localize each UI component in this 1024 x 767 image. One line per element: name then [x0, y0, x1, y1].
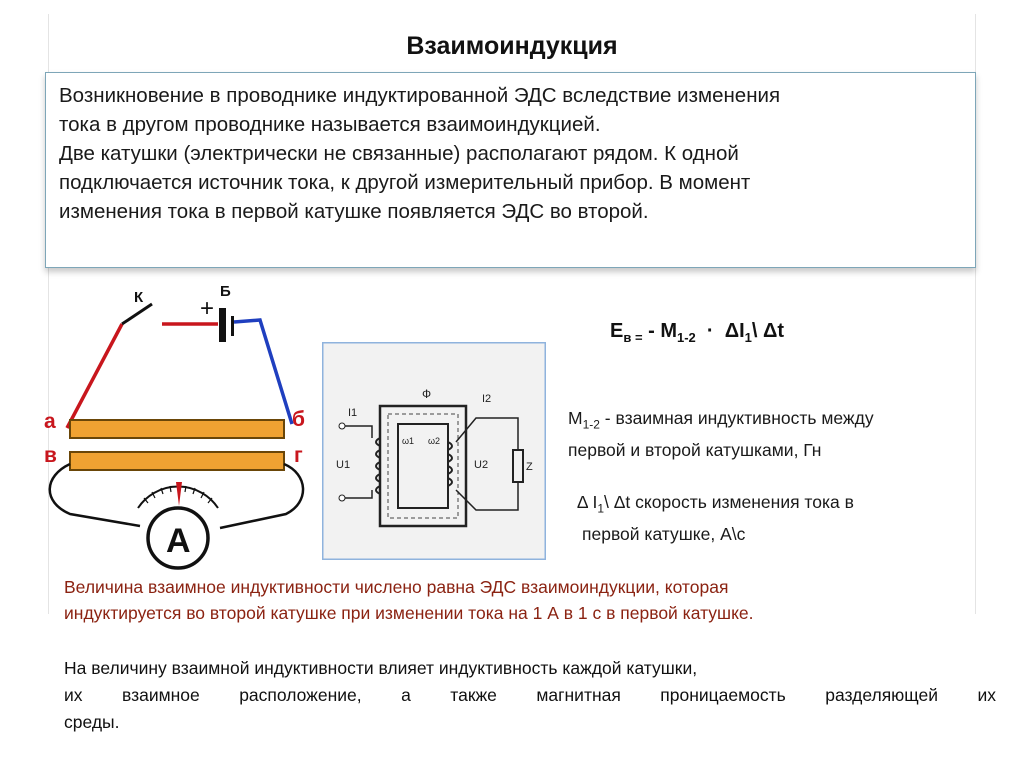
bottom-paragraph: На величину взаимной индуктивности влияе…	[64, 655, 996, 736]
formula-e-sub: в =	[623, 330, 643, 345]
coil-2	[69, 451, 285, 471]
current-1-label: I1	[348, 407, 357, 419]
battery-plus: +	[200, 295, 214, 322]
battery-label: Б	[220, 283, 231, 300]
coil-2-left-label: в	[44, 444, 57, 467]
battery-plate-long	[219, 308, 226, 342]
def-m-text-1: - взаимная индуктивность между	[599, 408, 874, 428]
secondary-wires	[455, 417, 519, 511]
page-title: Взаимоиндукция	[406, 32, 618, 60]
coil-1	[69, 419, 285, 439]
def-m-sub: 1-2	[582, 417, 600, 432]
intro-line-5: изменения тока в первой катушке появляет…	[59, 200, 649, 223]
ammeter-label: А	[166, 522, 191, 560]
formula-rest: \ Δt	[751, 320, 785, 342]
core-outer	[378, 404, 468, 528]
winding-1	[375, 437, 381, 495]
coil-1-left-label: а	[44, 410, 56, 433]
slide-frame	[48, 14, 976, 614]
red-line-2: индуктируется во второй катушке при изме…	[64, 603, 754, 623]
current-rate-definition: Δ I1\ Δt скорость изменения тока в перво…	[572, 490, 854, 547]
voltage-1-label: U1	[336, 459, 350, 471]
intro-line-4: подключается источник тока, к другой изм…	[59, 171, 751, 194]
load-resistor	[512, 449, 524, 483]
def-d-line-2: первой катушке, А\с	[572, 522, 854, 547]
formula-i-sub: 1	[744, 330, 752, 345]
bottom-line-1: На величину взаимной индуктивности влияе…	[64, 658, 698, 678]
terminal-2	[338, 494, 346, 502]
red-line-1: Величина взаимное индуктивности числено …	[64, 577, 729, 597]
red-paragraph: Величина взаимное индуктивности числено …	[64, 574, 754, 626]
terminal-1	[338, 422, 346, 430]
flux-path	[387, 413, 459, 519]
def-m-line-1: M1-2 - взаимная индуктивность между	[568, 406, 874, 438]
circuit-diagram: К Б + а б в г А	[44, 283, 305, 570]
coil-1-right-label: б	[292, 408, 305, 431]
red-wire-left	[65, 323, 124, 429]
formula-dot: ·	[706, 320, 714, 342]
scan-background	[322, 342, 546, 560]
ammeter-circle	[146, 506, 210, 570]
blue-wire	[233, 318, 294, 425]
mutual-inductance-definition: M1-2 - взаимная индуктивность между перв…	[568, 406, 874, 463]
formula-delta-i: ΔI	[724, 320, 745, 342]
def-d-line-1: Δ I1\ Δt скорость изменения тока в	[572, 490, 854, 522]
bottom-line-3: среды.	[64, 712, 120, 732]
flux-label: Ф	[422, 387, 431, 401]
def-d-text-2: первой катушке, А\с	[582, 523, 746, 544]
intro-box: Возникновение в проводнике индуктированн…	[45, 72, 976, 268]
transformer-scan-image: Ф I1 I2 U1 U2 ω1 ω2 Z	[322, 342, 546, 560]
coil-2-right-label: г	[294, 444, 303, 467]
primary-wires	[342, 425, 373, 499]
ammeter-ticks	[143, 485, 213, 504]
def-d-text-1: \ Δt скорость изменения тока в	[604, 492, 854, 512]
load-label: Z	[526, 461, 533, 473]
formula-m-sub: 1-2	[677, 330, 696, 345]
voltage-2-label: U2	[474, 459, 488, 471]
intro-line-3: Две катушки (электрически не связанные) …	[59, 142, 739, 165]
switch-lever	[121, 302, 153, 326]
turns-2-label: ω2	[428, 436, 440, 446]
ammeter-needle	[176, 482, 182, 506]
formula-e: E	[610, 320, 624, 342]
current-2-label: I2	[482, 393, 491, 405]
def-d-sub: 1	[597, 501, 605, 516]
def-d-symbol: Δ I	[576, 492, 598, 512]
intro-line-1: Возникновение в проводнике индуктированн…	[59, 84, 781, 107]
meter-wire-right	[219, 462, 305, 530]
meter-wire-left	[48, 462, 141, 528]
switch-label: К	[134, 289, 144, 306]
emf-formula: Eв = - M1-2 · ΔI1\ Δt	[610, 320, 784, 345]
bottom-line-2: их взаимное расположение, а также магнит…	[64, 685, 996, 705]
turns-1-label: ω1	[402, 436, 414, 446]
battery-plate-short	[231, 316, 234, 336]
winding-2	[447, 441, 453, 487]
def-m-line-2: первой и второй катушками, Гн	[568, 439, 822, 460]
def-m-symbol: M	[568, 408, 583, 428]
formula-minus-m: - M	[648, 320, 677, 342]
intro-line-2: тока в другом проводнике называется взаи…	[59, 113, 601, 136]
